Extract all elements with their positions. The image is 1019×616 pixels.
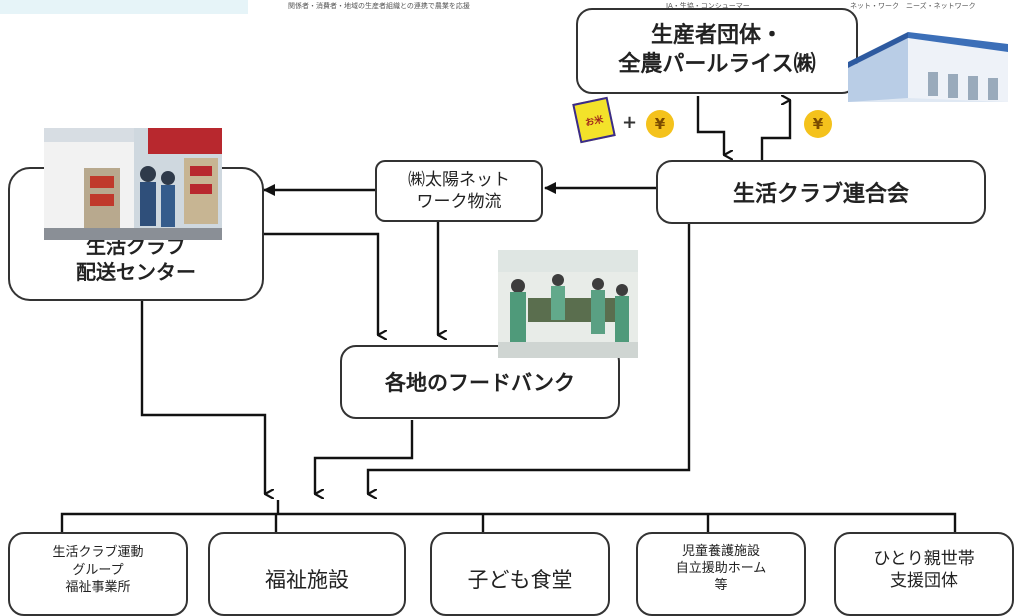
arrow-center-to-foodbank [264, 232, 378, 335]
recipient-line: 児童養護施設 [681, 544, 760, 559]
recipient-box: 子ども食堂 [430, 532, 610, 616]
foodbank-photo [498, 250, 638, 358]
arrow-foodbank-to-recipients [313, 420, 414, 494]
producer-line1: 生産者団体・ [650, 23, 783, 49]
arrow-federation-to-producer [760, 100, 792, 160]
recipient-box: ひとり親世帯 支援団体 [834, 532, 1014, 616]
recipient-line: 福祉事業所 [65, 580, 131, 596]
strip-text-center: JA・生協・コンシューマー [666, 2, 750, 10]
recipient-line: 子ども食堂 [467, 568, 573, 592]
strip-text-left: 関係者・消費者・地域の生産者組織との連携で農業を応援 [288, 2, 470, 10]
recipient-line: グループ [72, 562, 124, 578]
logistics-box: ㈱太陽ネット ワーク物流 [375, 160, 543, 222]
arrow-center-to-recipients [140, 300, 265, 494]
federation-label: 生活クラブ連合会 [732, 182, 909, 207]
recipient-line: 自立援助ホーム [675, 560, 767, 576]
recipient-line: ひとり親世帯 [873, 549, 975, 569]
recipient-box: 生活クラブ運動 グループ 福祉事業所 [8, 532, 188, 616]
yen-coin-icon: ¥ [646, 110, 674, 138]
strip-text-right: ネット・ワーク ニーズ・ネットワーク [850, 2, 976, 10]
arrow-federation-to-recipients [366, 224, 691, 494]
recipient-line: 生活クラブ運動 [52, 545, 144, 560]
federation-box: 生活クラブ連合会 [656, 160, 986, 224]
rice-bag-label: お米 [584, 114, 605, 129]
producer-line2: 全農パールライス㈱ [618, 52, 816, 77]
recipient-box: 福祉施設 [208, 532, 406, 616]
plus-icon: + [622, 112, 638, 133]
warehouse-illustration [848, 32, 1008, 102]
foodbank-label: 各地のフードバンク [384, 371, 576, 395]
truck-photo [44, 128, 222, 240]
strip-left-block [0, 0, 248, 14]
top-strip: 関係者・消費者・地域の生産者組織との連携で農業を応援 JA・生協・コンシューマー… [0, 0, 1019, 14]
recipient-line: 福祉施設 [265, 568, 349, 592]
logistics-line2: ワーク物流 [416, 192, 502, 212]
logistics-line1: ㈱太陽ネット [408, 169, 510, 190]
recipient-line: 等 [714, 577, 728, 593]
yen-coin-icon: ¥ [804, 110, 832, 138]
distribution-branches [60, 512, 957, 536]
producer-box: 生産者団体・ 全農パールライス㈱ [576, 8, 858, 94]
arrow-producer-to-federation [696, 96, 724, 155]
recipient-line: 支援団体 [890, 571, 958, 592]
delivery-center-line2: 配送センター [76, 260, 196, 284]
recipient-box: 児童養護施設 自立援助ホーム 等 [636, 532, 806, 616]
